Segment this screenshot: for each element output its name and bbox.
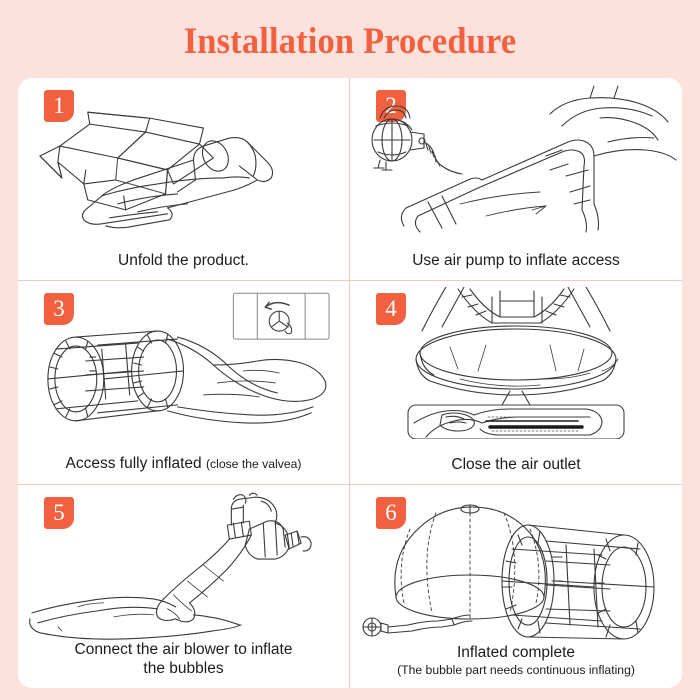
bubble-dome-icon: [394, 504, 546, 620]
steps-grid: 1: [18, 78, 682, 688]
illustration-close-air-outlet: [350, 287, 682, 440]
step-caption-6-text: Inflated complete: [456, 643, 576, 661]
step-number-badge-6: 6: [376, 496, 406, 529]
illustration-connect-air-blower: [18, 491, 349, 643]
air-blower-icon: [226, 492, 312, 560]
step-caption-5-text: Connect the air blower to inflate: [74, 640, 293, 658]
step-caption-2-text: Use air pump to inflate access: [412, 252, 620, 270]
step-panel-3: 3: [18, 281, 350, 485]
step-panel-1: 1: [18, 78, 350, 282]
step-panel-6: 6: [350, 485, 682, 688]
step-panel-4: 4: [350, 281, 682, 485]
step-caption-3-text: Access fully inflated: [65, 454, 202, 472]
illustration-inflated-access-tunnel: [18, 287, 349, 439]
illustration-box-and-rolled-fabric: [18, 84, 349, 236]
close-outlet-inset: [407, 404, 625, 440]
step-caption-5-line2: the bubbles: [143, 659, 224, 677]
step-caption-1-text: Unfold the product.: [118, 252, 249, 270]
access-tunnel-icon: [501, 524, 655, 640]
step-number-badge-5: 5: [44, 496, 74, 529]
step-number-badge-1: 1: [44, 90, 74, 122]
callout-connector: [501, 390, 531, 406]
inflated-tunnel-icon: [47, 330, 185, 422]
step-caption-4-text: Close the air outlet: [451, 455, 581, 473]
step-caption-1: Unfold the product.: [26, 251, 341, 270]
inflatable-tube-icon: [400, 85, 677, 233]
rolled-fabric-icon: [81, 137, 274, 229]
valve-close-inset: [232, 293, 330, 340]
page-title: Installation Procedure: [183, 21, 517, 62]
step-caption-6-note: (The bubble part needs continuous inflat…: [397, 662, 635, 677]
step-panel-2: 2: [350, 78, 682, 282]
small-blower-icon: [362, 614, 473, 637]
air-pump-icon: [371, 105, 463, 175]
steps-card: 1: [18, 78, 682, 688]
step-caption-3: Access fully inflated (close the valvea): [26, 454, 341, 474]
step-caption-2: Use air pump to inflate access: [358, 251, 674, 270]
deflated-fabric-icon: [166, 336, 327, 424]
step-caption-4: Close the air outlet: [358, 455, 674, 474]
deflated-bubble-ground-icon: [29, 596, 242, 640]
step-caption-5: Connect the air blower to inflate the bu…: [26, 640, 341, 678]
cardboard-box-icon: [39, 111, 214, 211]
inflation-sleeve-icon: [155, 534, 252, 623]
step-panel-5: 5: [18, 484, 350, 688]
step-number-badge-3: 3: [44, 293, 74, 326]
step-caption-3-note: (close the valvea): [205, 456, 302, 471]
dome-base-ring-icon: [415, 287, 619, 396]
step-number-badge-4: 4: [376, 293, 406, 326]
step-caption-6: Inflated complete (The bubble part needs…: [358, 643, 674, 678]
illustration-air-pump-inflating: [350, 84, 682, 236]
illustration-inflated-complete: [350, 491, 682, 643]
